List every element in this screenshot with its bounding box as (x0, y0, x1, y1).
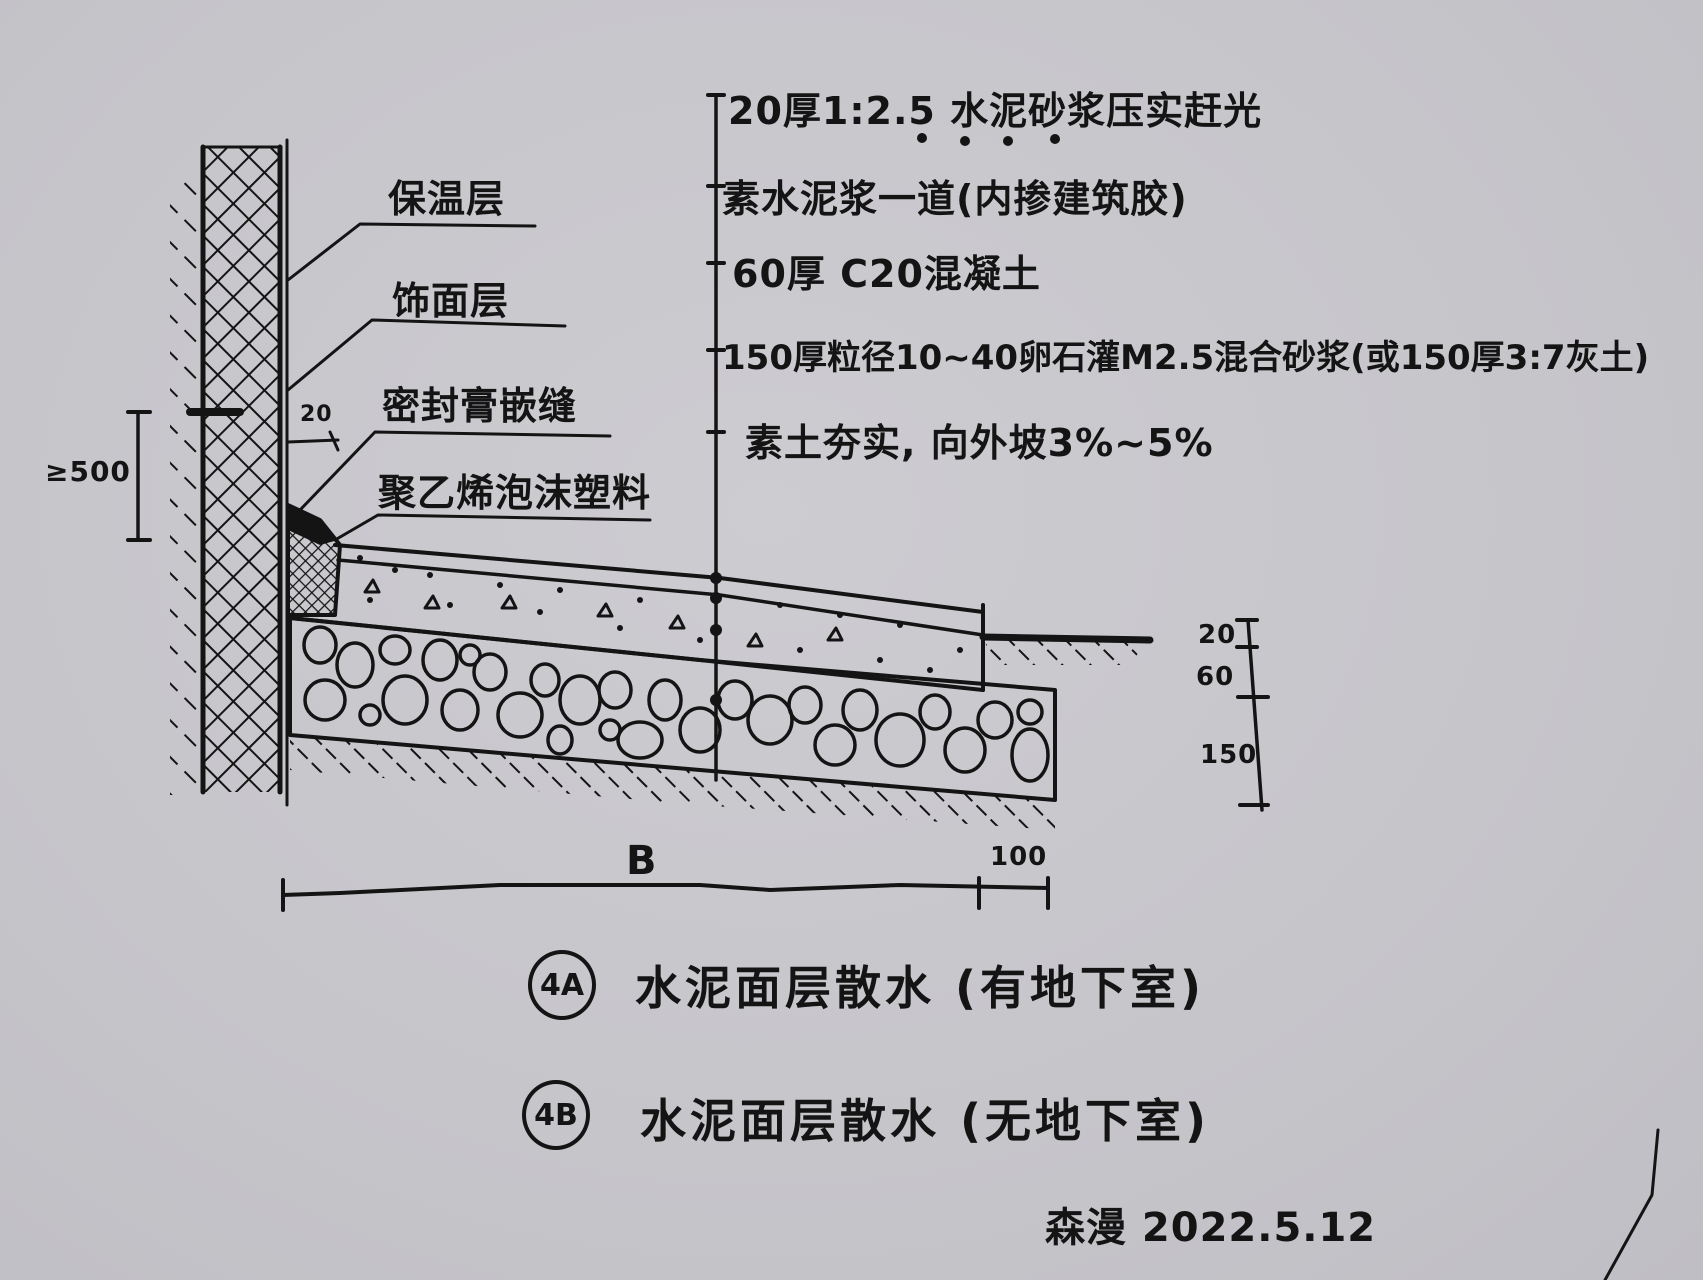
caption-4a: 水泥面层散水 (有地下室) (635, 961, 1206, 1015)
caption-4b: 水泥面层散水 (无地下室) (640, 1094, 1211, 1148)
dim-height-min: ≥500 (45, 455, 131, 488)
wall-earth-hatch (170, 180, 204, 795)
callout-finish: 饰面层 (392, 279, 510, 323)
wall-insulation (203, 147, 281, 792)
compacted-soil (290, 735, 1055, 830)
signature-date: 森漫 2022.5.12 (1045, 1205, 1377, 1251)
concrete-triangles (363, 578, 844, 648)
dim-layer-60: 60 (1196, 662, 1235, 692)
callout-sealant: 密封膏嵌缝 (382, 384, 578, 428)
detail-badge-4b: 4B (522, 1080, 590, 1150)
detail-badge-4a: 4A (528, 950, 596, 1020)
spec-surface-mortar: 20厚1:2.5 水泥砂浆压实赶光 (728, 89, 1263, 133)
callout-insulation: 保温层 (388, 177, 506, 221)
page-edge-stroke (1603, 1128, 1660, 1280)
leader-finish (286, 318, 567, 392)
dim-gap: 20 (300, 402, 333, 427)
spec-gravel: 150厚粒径10~40卵石灌M2.5混合砂浆(或150厚3:7灰土) (722, 338, 1650, 378)
dim-layer-150: 150 (1200, 740, 1258, 770)
dim-layer-20: 20 (1198, 620, 1237, 650)
leader-foam (333, 513, 652, 542)
spec-soil: 素土夯实, 向外坡3%~5% (745, 421, 1214, 465)
callout-foam: 聚乙烯泡沫塑料 (378, 471, 652, 515)
leader-sealant (298, 430, 612, 512)
spec-concrete: 60厚 C20混凝土 (732, 252, 1041, 296)
sealant (288, 505, 338, 545)
dim-width-100: 100 (990, 842, 1048, 872)
leader-insulation (286, 222, 537, 282)
spec-cement-slurry: 素水泥浆一道(内掺建筑胶) (722, 177, 1188, 221)
concrete-aggregate (357, 555, 963, 673)
dim-width-b: B (626, 838, 658, 884)
gravel-stones (302, 625, 1050, 783)
